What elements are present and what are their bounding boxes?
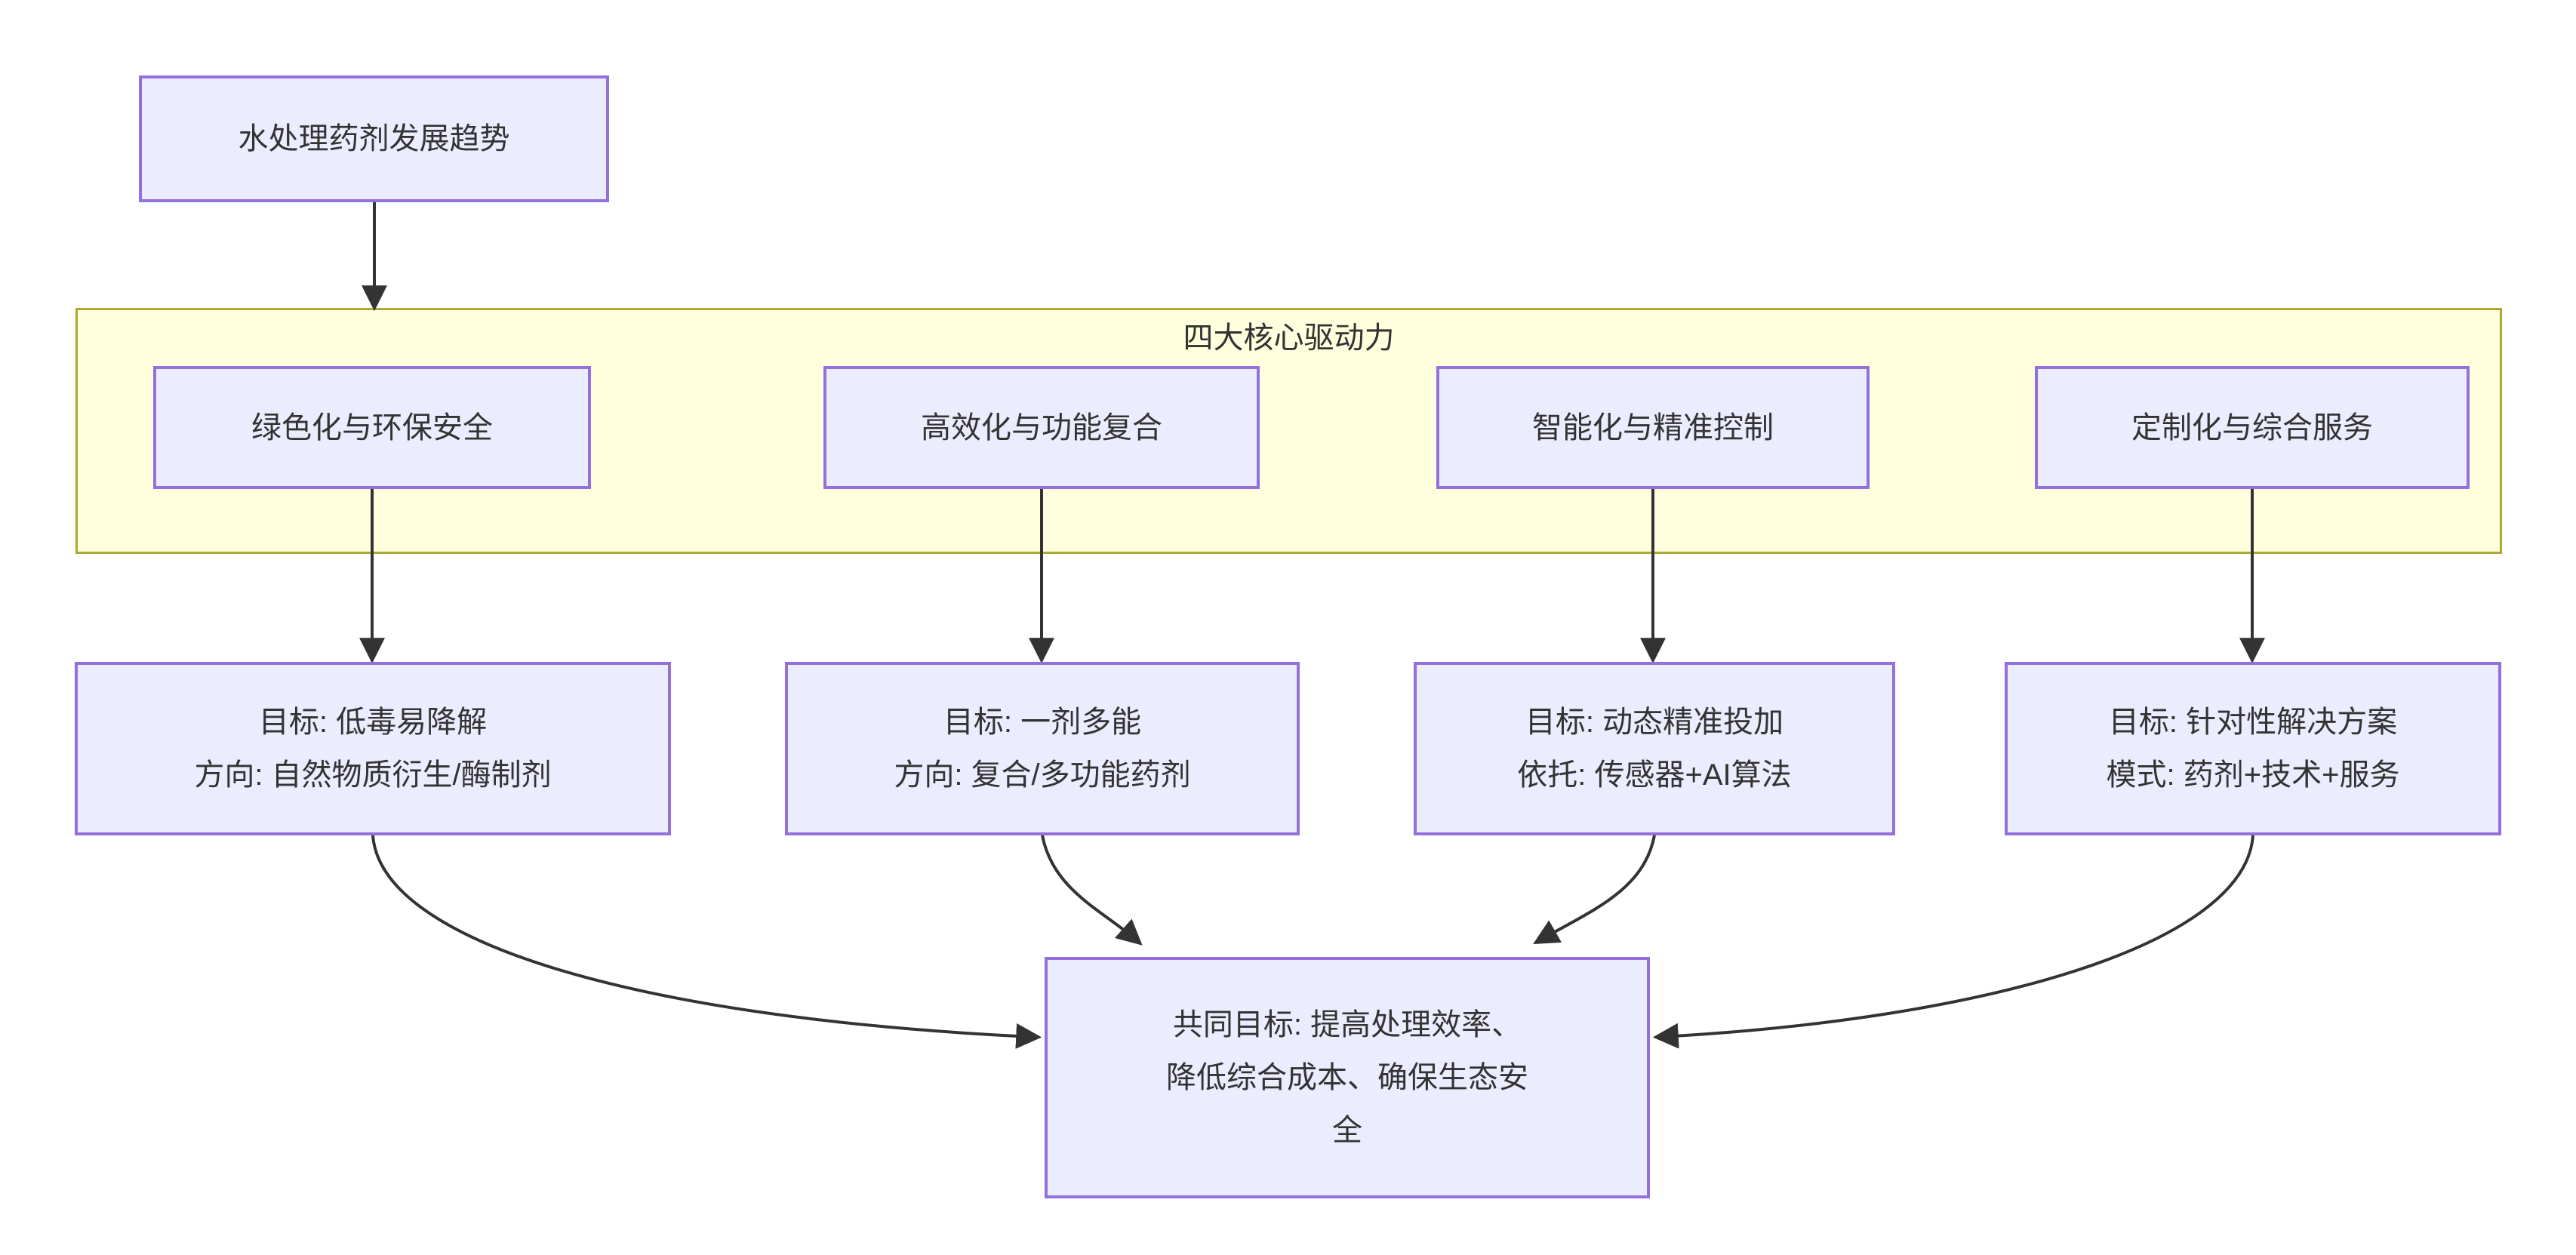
node-detail-green-line1: 目标: 低毒易降解 bbox=[258, 706, 488, 739]
node-detail-intelligent-line1: 目标: 动态精准投加 bbox=[1525, 706, 1784, 739]
cluster-title: 四大核心驱动力 bbox=[1183, 321, 1395, 355]
node-root-label: 水处理药剂发展趋势 bbox=[238, 122, 510, 155]
node-driver-efficiency-label: 高效化与功能复合 bbox=[921, 411, 1162, 444]
node-detail-intelligent: 目标: 动态精准投加 依托: 传感器+AI算法 bbox=[1414, 662, 1895, 835]
node-detail-intelligent-line2: 依托: 传感器+AI算法 bbox=[1517, 758, 1792, 792]
node-driver-efficiency: 高效化与功能复合 bbox=[823, 366, 1260, 489]
node-detail-green: 目标: 低毒易降解 方向: 自然物质衍生/酶制剂 bbox=[75, 662, 671, 835]
node-detail-green-line2: 方向: 自然物质衍生/酶制剂 bbox=[194, 758, 552, 792]
node-detail-efficiency-line2: 方向: 复合/多功能药剂 bbox=[894, 758, 1191, 792]
node-driver-green-label: 绿色化与环保安全 bbox=[251, 411, 493, 444]
node-detail-efficiency-line1: 目标: 一剂多能 bbox=[943, 706, 1142, 739]
node-detail-customized: 目标: 针对性解决方案 模式: 药剂+技术+服务 bbox=[2005, 662, 2501, 835]
node-detail-efficiency: 目标: 一剂多能 方向: 复合/多功能药剂 bbox=[785, 662, 1300, 835]
node-driver-intelligent-label: 智能化与精准控制 bbox=[1532, 411, 1774, 444]
node-driver-green: 绿色化与环保安全 bbox=[153, 366, 591, 489]
edge-detail1-to-goal bbox=[371, 835, 1042, 1049]
node-detail-customized-line2: 模式: 药剂+技术+服务 bbox=[2106, 758, 2400, 792]
edge-detail4-to-goal bbox=[1652, 835, 2254, 1049]
node-driver-customized-label: 定制化与综合服务 bbox=[2131, 411, 2373, 444]
node-detail-customized-line1: 目标: 针对性解决方案 bbox=[2108, 706, 2398, 739]
node-common-goal: 共同目标: 提高处理效率、降低综合成本、确保生态安全 bbox=[1045, 957, 1650, 1198]
node-driver-customized: 定制化与综合服务 bbox=[2035, 366, 2470, 489]
edge-detail2-to-goal bbox=[1041, 835, 1143, 946]
edge-detail3-to-goal bbox=[1533, 835, 1656, 945]
node-driver-intelligent: 智能化与精准控制 bbox=[1436, 366, 1870, 489]
node-common-goal-label: 共同目标: 提高处理效率、降低综合成本、确保生态安全 bbox=[1166, 1008, 1528, 1147]
node-root-trend: 水处理药剂发展趋势 bbox=[139, 75, 609, 202]
